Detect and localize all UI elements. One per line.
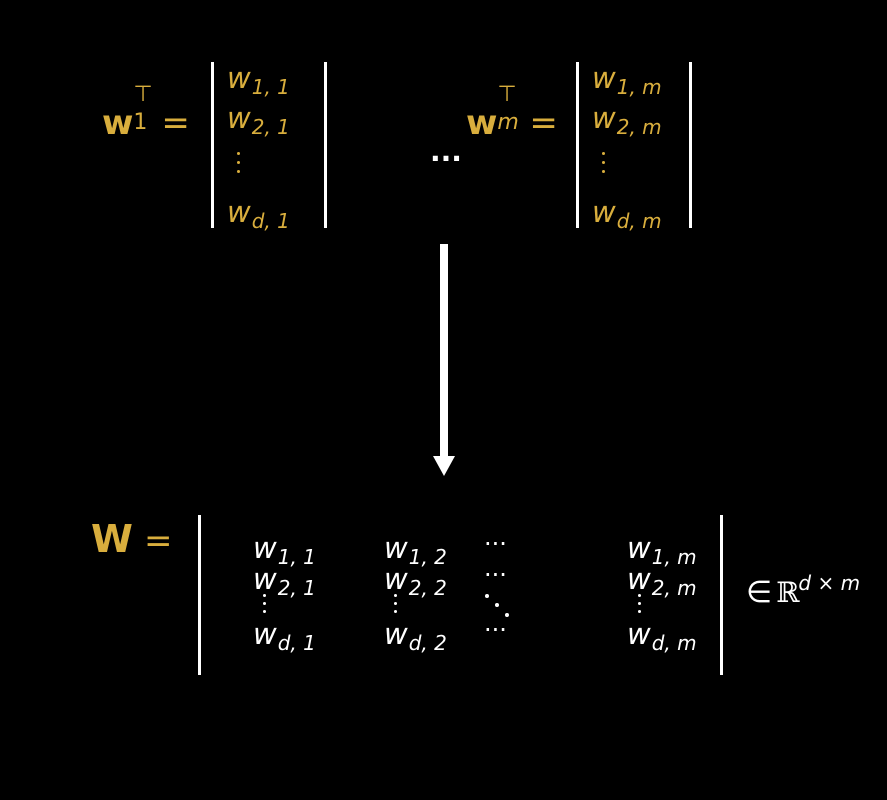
vector-subscript: m	[497, 110, 519, 135]
down-arrow-icon	[433, 244, 455, 476]
matrix-entry: w2, 2	[384, 562, 447, 600]
vector-entry: w1, m	[592, 61, 662, 99]
left-vector-bracket-right	[324, 62, 327, 228]
matrix-entry: w1, 1	[253, 531, 316, 569]
matrix-bracket-left	[198, 515, 201, 675]
matrix-entry: w2, m	[627, 562, 697, 600]
matrix-entry: wd, 1	[253, 617, 316, 655]
vertical-dots	[638, 594, 644, 623]
transpose-superscript: ⊤	[497, 82, 517, 107]
vector-entry: wd, m	[592, 195, 662, 233]
element-of-symbol: ∈	[746, 575, 773, 610]
transpose-superscript: ⊤	[133, 82, 153, 107]
vector-entry: w1, 1	[227, 61, 290, 99]
vector-entry: w2, 1	[227, 101, 290, 139]
vector-entry: wd, 1	[227, 195, 290, 233]
matrix-entry: wd, 2	[384, 617, 447, 655]
matrix-label: W =	[91, 520, 173, 558]
equals-sign: =	[529, 103, 558, 143]
vertical-dots	[237, 152, 243, 183]
matrix-entry: w2, 1	[253, 562, 316, 600]
matrix-bracket-right	[720, 515, 723, 675]
horizontal-dots: ···	[484, 616, 507, 644]
equals-sign: =	[144, 521, 173, 561]
horizontal-ellipsis: ...	[430, 135, 462, 168]
matrix-entry: wd, m	[627, 617, 697, 655]
right-vector-bracket-left	[576, 62, 579, 228]
horizontal-dots: ···	[484, 561, 507, 589]
vector-symbol: w	[102, 103, 134, 143]
vector-subscript: 1	[133, 110, 148, 135]
vector-entry: w2, m	[592, 101, 662, 139]
dimension-superscript: d × m	[798, 571, 861, 595]
left-vector-bracket-left	[211, 62, 214, 228]
equals-sign: =	[161, 103, 190, 143]
matrix-symbol: W	[91, 517, 133, 561]
set-membership: ∈ℝd × m	[746, 571, 860, 610]
diagonal-dots	[485, 594, 509, 617]
right-vector-bracket-right	[689, 62, 692, 228]
vector-label-w1: w⊤ 1 =	[102, 84, 190, 143]
horizontal-dots: ···	[484, 530, 507, 558]
matrix-entry: w1, 2	[384, 531, 447, 569]
vector-label-wm: w⊤ m =	[466, 84, 558, 143]
matrix-entry: w1, m	[627, 531, 697, 569]
vertical-dots	[602, 152, 608, 183]
vector-symbol: w	[466, 103, 498, 143]
vertical-dots	[263, 594, 269, 623]
real-numbers-symbol: ℝ	[776, 576, 799, 609]
vertical-dots	[394, 594, 400, 623]
